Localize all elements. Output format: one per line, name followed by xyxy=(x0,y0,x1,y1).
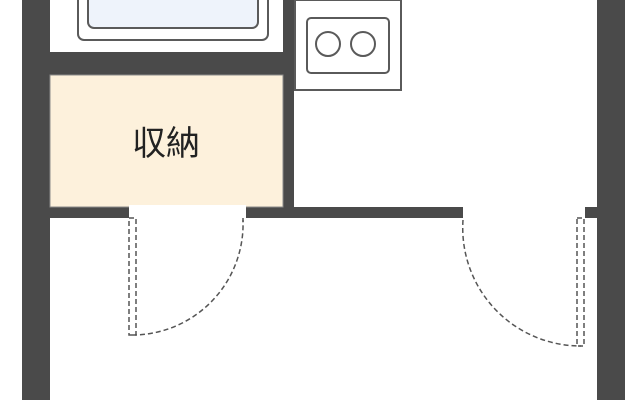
lower-room xyxy=(50,218,597,400)
burner-left-icon xyxy=(315,31,341,57)
wall-partition-vertical xyxy=(283,0,294,218)
outer-wall-right xyxy=(597,0,625,400)
wall-middle xyxy=(40,207,605,218)
door-leaf-left xyxy=(128,217,137,336)
bathtub-inner xyxy=(87,0,259,29)
door-swing-right xyxy=(461,219,582,347)
outer-wall-left xyxy=(22,0,50,400)
door-opening-left xyxy=(129,205,246,220)
door-opening-right xyxy=(463,205,585,220)
burner-right-icon xyxy=(350,31,376,57)
storage-label: 収納 xyxy=(132,124,200,164)
storage-room xyxy=(49,74,284,208)
wall-bath-storage xyxy=(50,52,284,75)
door-leaf-right xyxy=(576,217,585,347)
stove xyxy=(306,17,390,74)
door-swing-left xyxy=(131,219,244,336)
